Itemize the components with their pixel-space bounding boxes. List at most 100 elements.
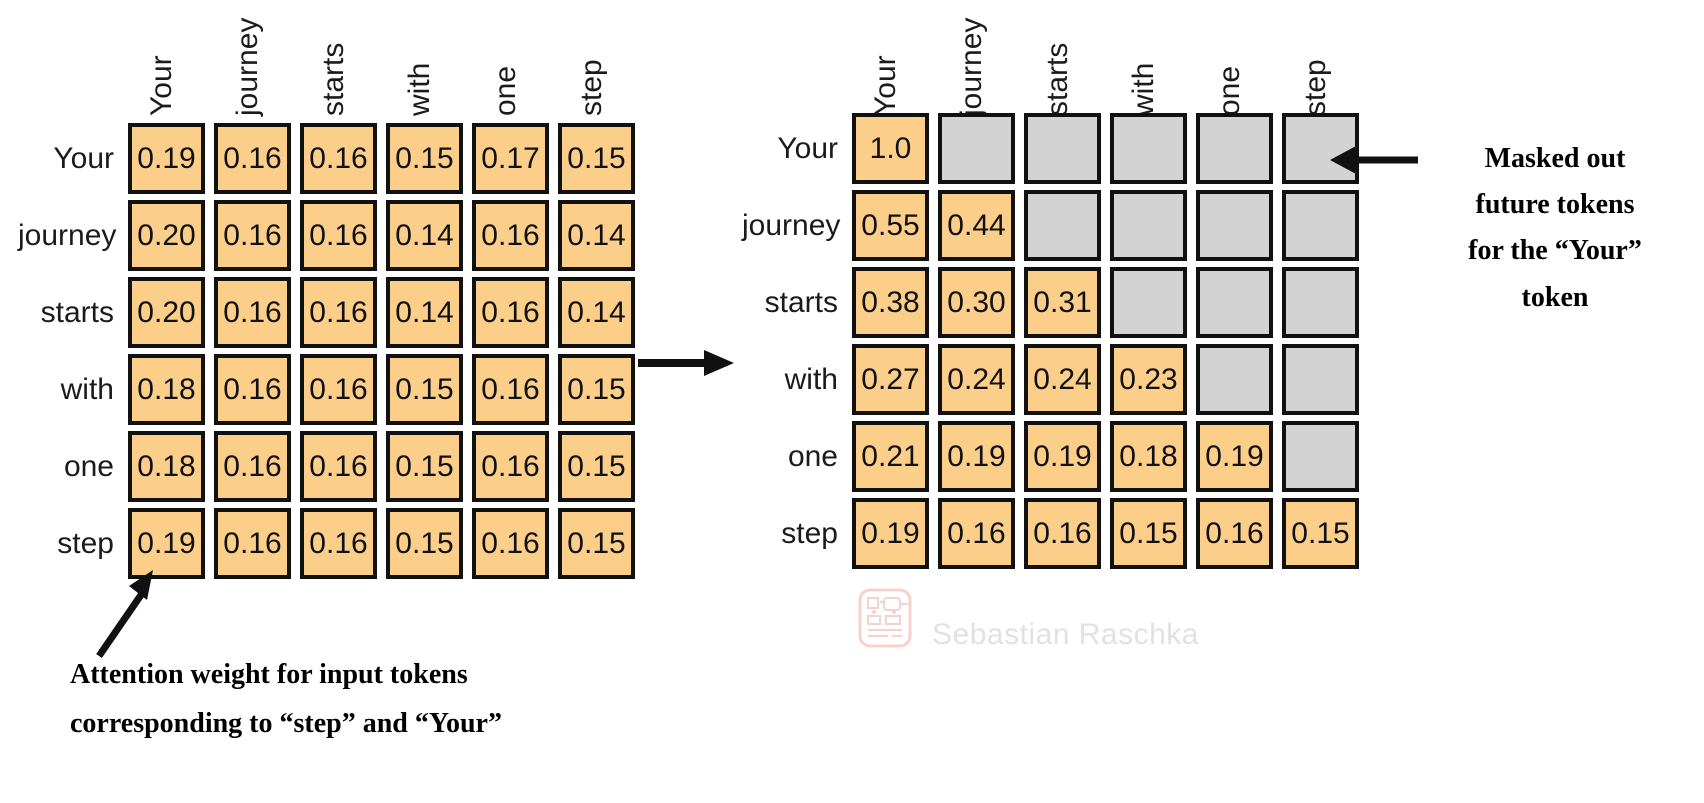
attention-cell-r5-c5: 0.15	[558, 508, 635, 579]
attention-weight-note: Attention weight for input tokens corres…	[70, 650, 710, 748]
attention-column-header-2: starts	[317, 0, 404, 120]
masked-cell-r2-c4	[1196, 267, 1273, 338]
masked-cell-r5-c2: 0.16	[1024, 498, 1101, 569]
attention-cell-r4-c4: 0.16	[472, 431, 549, 502]
attention-cell-r0-c5: 0.15	[558, 123, 635, 194]
attention-column-header-label: with	[403, 62, 436, 116]
masked-cell-r3-c3: 0.23	[1110, 344, 1187, 415]
attention-column-header-label: starts	[317, 42, 350, 116]
attention-column-header-3: with	[403, 0, 490, 120]
attention-cell-r4-c1: 0.16	[214, 431, 291, 502]
masked-cell-r2-c2: 0.31	[1024, 267, 1101, 338]
attention-cell-r1-c5: 0.14	[558, 200, 635, 271]
attention-row-label-2: starts	[40, 295, 114, 329]
attention-cell-r0-c0: 0.19	[128, 123, 205, 194]
masked-cell-r1-c0: 0.55	[852, 190, 929, 261]
watermark: Sebastian Raschka	[858, 588, 1199, 654]
masked-cell-r2-c0: 0.38	[852, 267, 929, 338]
masked-cell-r4-c1: 0.19	[938, 421, 1015, 492]
watermark-text: Sebastian Raschka	[932, 618, 1199, 651]
attention-column-header-label: Your	[145, 55, 178, 116]
attention-cell-r2-c4: 0.16	[472, 277, 549, 348]
masked-note-line-3: for the “Your”	[1468, 235, 1642, 267]
masked-column-header-label: with	[1127, 62, 1160, 116]
masked-cell-r2-c3	[1110, 267, 1187, 338]
masked-column-header-4: one	[1213, 0, 1300, 120]
masked-note-line-1: Masked out	[1484, 143, 1626, 174]
masked-cell-r4-c0: 0.21	[852, 421, 929, 492]
attention-cell-r4-c3: 0.15	[386, 431, 463, 502]
masked-cell-r0-c2	[1024, 113, 1101, 184]
masked-cell-r0-c3	[1110, 113, 1187, 184]
masked-row-label-1: journey	[742, 208, 841, 242]
attention-column-header-label: step	[575, 59, 608, 116]
attention-cell-r3-c4: 0.16	[472, 354, 549, 425]
attention-cell-r1-c3: 0.14	[386, 200, 463, 271]
masked-column-header-5: step	[1299, 0, 1386, 120]
masked-note-line-4: token	[1521, 281, 1589, 313]
attention-cell-r0-c4: 0.17	[472, 123, 549, 194]
masked-cell-r4-c2: 0.19	[1024, 421, 1101, 492]
masked-row-label-2: starts	[764, 285, 838, 319]
masked-column-header-1: journey	[955, 0, 1042, 120]
masked-column-header-3: with	[1127, 0, 1214, 120]
attention-cell-r2-c0: 0.20	[128, 277, 205, 348]
attention-cell-r3-c2: 0.16	[300, 354, 377, 425]
attention-row-label-1: journey	[18, 218, 117, 252]
masked-cell-r3-c5	[1282, 344, 1359, 415]
attention-cell-r0-c1: 0.16	[214, 123, 291, 194]
masked-row-label-3: with	[784, 362, 838, 396]
attention-cell-r4-c2: 0.16	[300, 431, 377, 502]
masked-cell-r2-c5	[1282, 267, 1359, 338]
masked-note-arrow-icon	[1330, 146, 1418, 174]
masked-cell-r3-c0: 0.27	[852, 344, 929, 415]
attention-cell-r1-c4: 0.16	[472, 200, 549, 271]
attention-cell-r1-c1: 0.16	[214, 200, 291, 271]
masked-cell-r1-c2	[1024, 190, 1101, 261]
attention-cell-r3-c1: 0.16	[214, 354, 291, 425]
masked-cell-r4-c5	[1282, 421, 1359, 492]
masked-cell-r0-c1	[938, 113, 1015, 184]
masked-column-header-label: journey	[955, 17, 988, 116]
attention-row-label-3: with	[60, 372, 114, 406]
attention-cell-r1-c2: 0.16	[300, 200, 377, 271]
attention-cell-r3-c3: 0.15	[386, 354, 463, 425]
attention-cell-r1-c0: 0.20	[128, 200, 205, 271]
attention-row-label-5: step	[57, 526, 114, 560]
transform-arrow-icon	[638, 350, 734, 376]
masked-cell-r3-c2: 0.24	[1024, 344, 1101, 415]
attention-column-header-label: journey	[231, 17, 264, 116]
attention-cell-r0-c3: 0.15	[386, 123, 463, 194]
masked-cell-r0-c5	[1282, 113, 1359, 184]
attention-column-header-4: one	[489, 0, 576, 120]
attention-column-header-1: journey	[231, 0, 318, 120]
masked-out-note: Masked out future tokens for the “Your” …	[1420, 136, 1690, 321]
attention-row-label-4: one	[63, 449, 114, 483]
masked-cell-r5-c1: 0.16	[938, 498, 1015, 569]
attention-cell-r5-c4: 0.16	[472, 508, 549, 579]
attention-cell-r3-c5: 0.15	[558, 354, 635, 425]
masked-row-label-0: Your	[777, 131, 838, 165]
attention-note-line-2: corresponding to “step” and “Your”	[70, 708, 502, 739]
attention-column-header-5: step	[575, 0, 662, 120]
masked-cell-r5-c4: 0.16	[1196, 498, 1273, 569]
masked-cell-r1-c5	[1282, 190, 1359, 261]
attention-column-header-0: Your	[145, 0, 232, 120]
attention-row-label-0: Your	[53, 141, 114, 175]
masked-cell-r3-c4	[1196, 344, 1273, 415]
attention-note-line-1: Attention weight for input tokens	[70, 659, 468, 690]
attention-cell-r5-c0: 0.19	[128, 508, 205, 579]
